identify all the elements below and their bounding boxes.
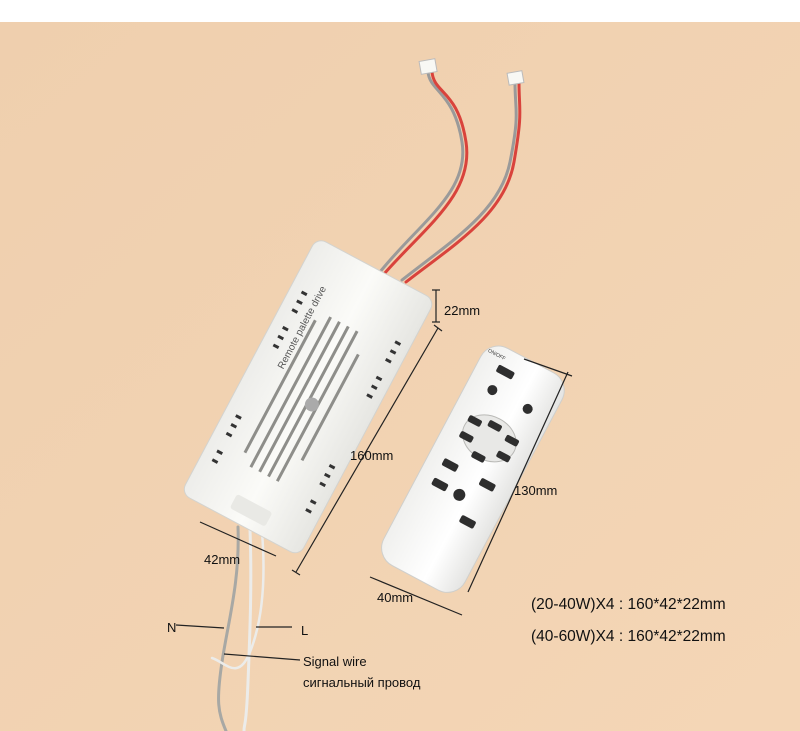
spec-line-2: (40-60W)X4 : 160*42*22mm bbox=[531, 628, 726, 645]
background bbox=[0, 22, 800, 731]
input-wires bbox=[210, 525, 265, 731]
signal-wire-label-ru: сигнальный провод bbox=[303, 675, 421, 690]
connector-2 bbox=[506, 70, 525, 86]
dim-remote-length-label: 130mm bbox=[514, 483, 558, 498]
dimension-lines bbox=[175, 289, 573, 661]
signal-wire-label: Signal wire bbox=[303, 654, 367, 669]
dim-length-label: 160mm bbox=[350, 448, 394, 463]
led-driver bbox=[183, 240, 433, 554]
remote-control bbox=[381, 345, 565, 593]
output-wires bbox=[378, 70, 522, 284]
dim-width-label: 42mm bbox=[204, 552, 241, 567]
wire-neutral-label: N bbox=[167, 620, 177, 635]
dim-remote-width-label: 40mm bbox=[377, 590, 414, 605]
spec-line-1: (20-40W)X4 : 160*42*22mm bbox=[531, 596, 726, 613]
dim-height-label: 22mm bbox=[444, 303, 481, 318]
connector-1 bbox=[418, 58, 438, 75]
wire-live-label: L bbox=[301, 623, 309, 638]
product-photo bbox=[0, 22, 800, 731]
